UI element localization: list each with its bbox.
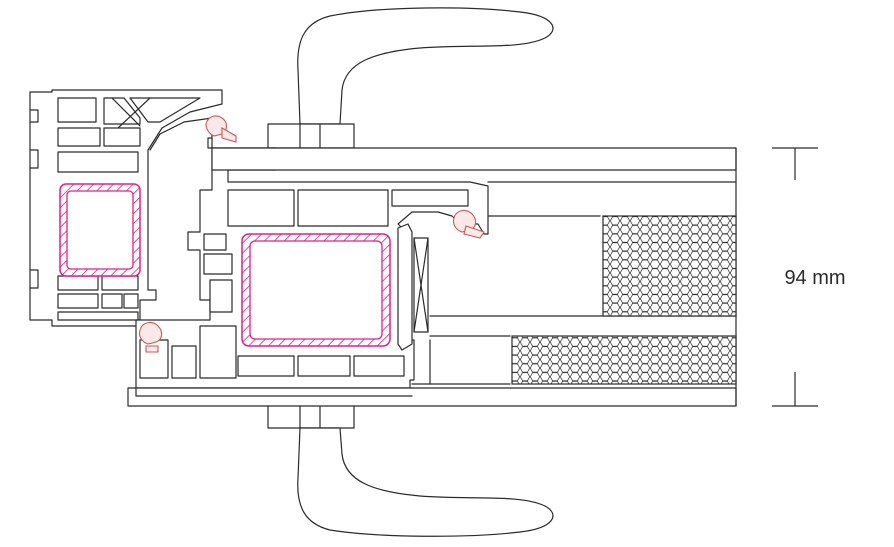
door-handle-top — [267, 7, 554, 149]
steel-reinforcement-frame — [59, 183, 141, 277]
dimension-label: 94 mm — [784, 267, 845, 289]
gaskets — [138, 115, 485, 353]
insulation-core — [511, 215, 737, 385]
dimension-marker: 94 mm — [772, 147, 846, 407]
steel-reinforcement-sash — [241, 233, 391, 347]
door-handle-bottom — [267, 403, 554, 537]
